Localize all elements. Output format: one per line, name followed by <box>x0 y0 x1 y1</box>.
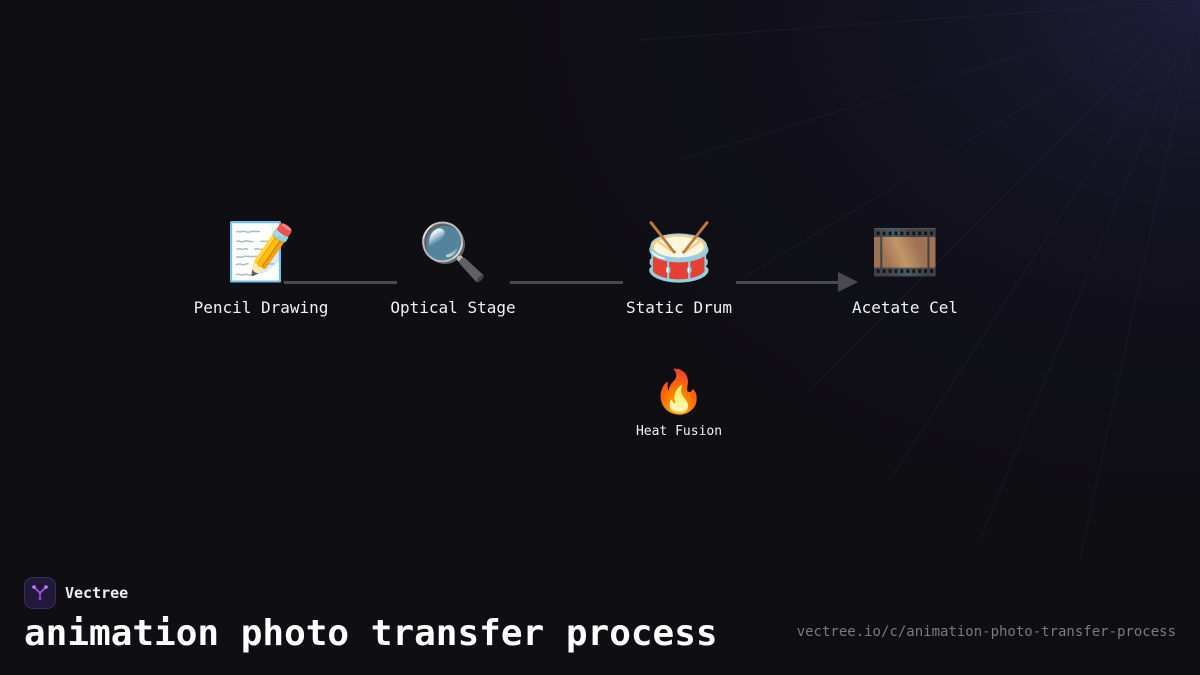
brand-name: Vectree <box>65 584 129 602</box>
page-url: vectree.io/c/animation-photo-transfer-pr… <box>796 624 1176 640</box>
brand: Vectree <box>24 577 128 609</box>
page-title: animation photo transfer process <box>24 613 718 654</box>
vectree-logo-icon <box>24 577 56 609</box>
node-label: Heat Fusion <box>635 424 723 439</box>
node-acetate-cel: 🎞️ Acetate Cel <box>815 220 995 317</box>
connector-line <box>284 281 397 284</box>
process-diagram: 📝 Pencil Drawing 🔍 Optical Stage 🥁 Stati… <box>171 220 995 439</box>
node-static-drum: 🥁 Static Drum <box>589 220 769 317</box>
node-label: Pencil Drawing <box>193 298 329 317</box>
connector-line <box>736 281 840 284</box>
node-heat-fusion: 🔥 Heat Fusion <box>589 366 769 439</box>
node-optical-stage: 🔍 Optical Stage <box>363 220 543 317</box>
drum-icon: 🥁 <box>644 220 714 285</box>
film-frames-icon: 🎞️ <box>870 220 940 285</box>
arrowhead <box>838 272 858 292</box>
magnifying-glass-icon: 🔍 <box>418 220 488 285</box>
node-label: Optical Stage <box>390 298 516 317</box>
node-pencil-drawing: 📝 Pencil Drawing <box>171 220 351 317</box>
fire-icon: 🔥 <box>652 367 706 416</box>
memo-pencil-icon: 📝 <box>226 220 296 285</box>
node-label: Acetate Cel <box>852 298 958 317</box>
connector-line <box>510 281 623 284</box>
node-label: Static Drum <box>626 298 732 317</box>
